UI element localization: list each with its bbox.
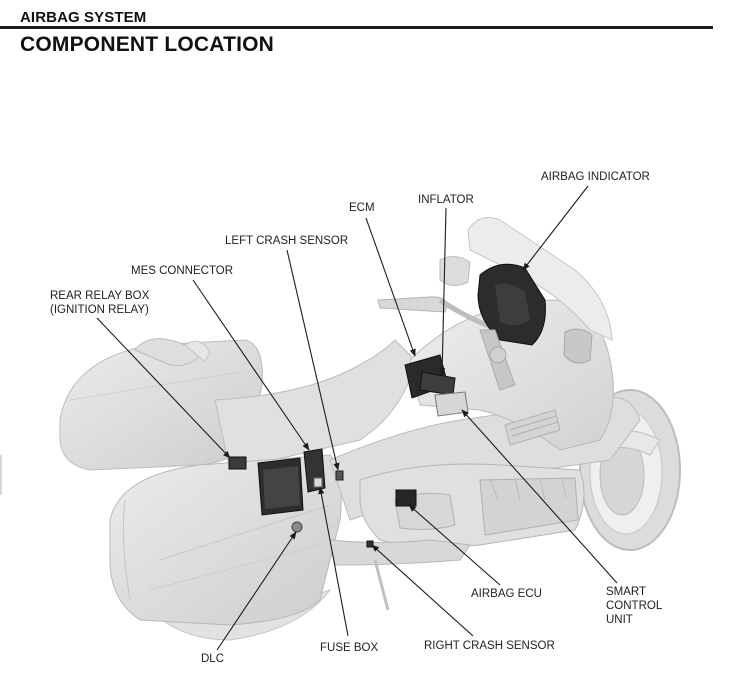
leader-right-crash-sensor <box>371 544 474 637</box>
leader-smart-control-unit <box>461 409 618 584</box>
leader-ecm <box>365 217 416 357</box>
left-crash-sensor-part <box>335 470 344 481</box>
callout-rear-relay-box-line1: REAR RELAY BOX <box>50 290 150 302</box>
page-title: COMPONENT LOCATION <box>20 33 275 56</box>
kickstand <box>373 559 390 611</box>
callout-smart-control-unit-line3: UNIT <box>606 614 633 626</box>
callout-left-crash-sensor: LEFT CRASH SENSOR <box>225 235 349 247</box>
smart-control-unit-part <box>434 391 469 417</box>
right-mirror <box>563 328 593 364</box>
callout-smart-control-unit-line1: SMART <box>606 586 647 598</box>
windshield <box>467 217 613 341</box>
leader-lines <box>96 185 618 651</box>
callout-right-crash-sensor: RIGHT CRASH SENSOR <box>424 640 555 652</box>
leader-fuse-box <box>318 486 349 637</box>
rear-relay-box-part <box>228 456 247 470</box>
airbag-ecu-part <box>395 489 417 507</box>
floorboard <box>329 539 471 566</box>
callout-ecm: ECM <box>349 202 375 214</box>
top-box <box>59 339 263 471</box>
callout-mes-connector: MES CONNECTOR <box>131 265 234 277</box>
callout-smart-control-unit: SMART CONTROL UNIT <box>606 585 662 627</box>
dlc-part <box>291 521 303 533</box>
callout-airbag-indicator: AIRBAG INDICATOR <box>541 171 650 183</box>
motorcycle-illustration <box>59 217 681 641</box>
callout-airbag-ecu: AIRBAG ECU <box>471 588 542 600</box>
callout-smart-control-unit-line2: CONTROL <box>606 600 663 612</box>
callout-rear-relay-box: REAR RELAY BOX (IGNITION RELAY) <box>50 289 149 317</box>
leader-airbag-indicator <box>522 185 589 271</box>
leader-mes-connector <box>192 279 310 451</box>
handlebar <box>377 296 449 313</box>
seat <box>214 339 416 471</box>
leader-rear-relay-box <box>96 317 231 459</box>
leader-airbag-ecu <box>408 504 501 586</box>
section-title: AIRBAG SYSTEM <box>20 9 147 26</box>
leader-left-crash-sensor <box>286 249 340 471</box>
callout-inflator: INFLATOR <box>418 194 474 206</box>
radiator-grille <box>504 409 561 446</box>
callout-dlc: DLC <box>201 653 225 665</box>
left-mirror <box>439 256 471 286</box>
engine <box>359 463 585 548</box>
leader-dlc <box>216 531 297 651</box>
header-rule <box>0 26 713 29</box>
right-crash-sensor-part <box>366 540 374 548</box>
callout-fuse-box: FUSE BOX <box>320 642 379 654</box>
callout-rear-relay-box-line2: (IGNITION RELAY) <box>50 304 149 316</box>
scan-edge-mark <box>0 455 2 495</box>
leader-inflator <box>439 207 447 376</box>
